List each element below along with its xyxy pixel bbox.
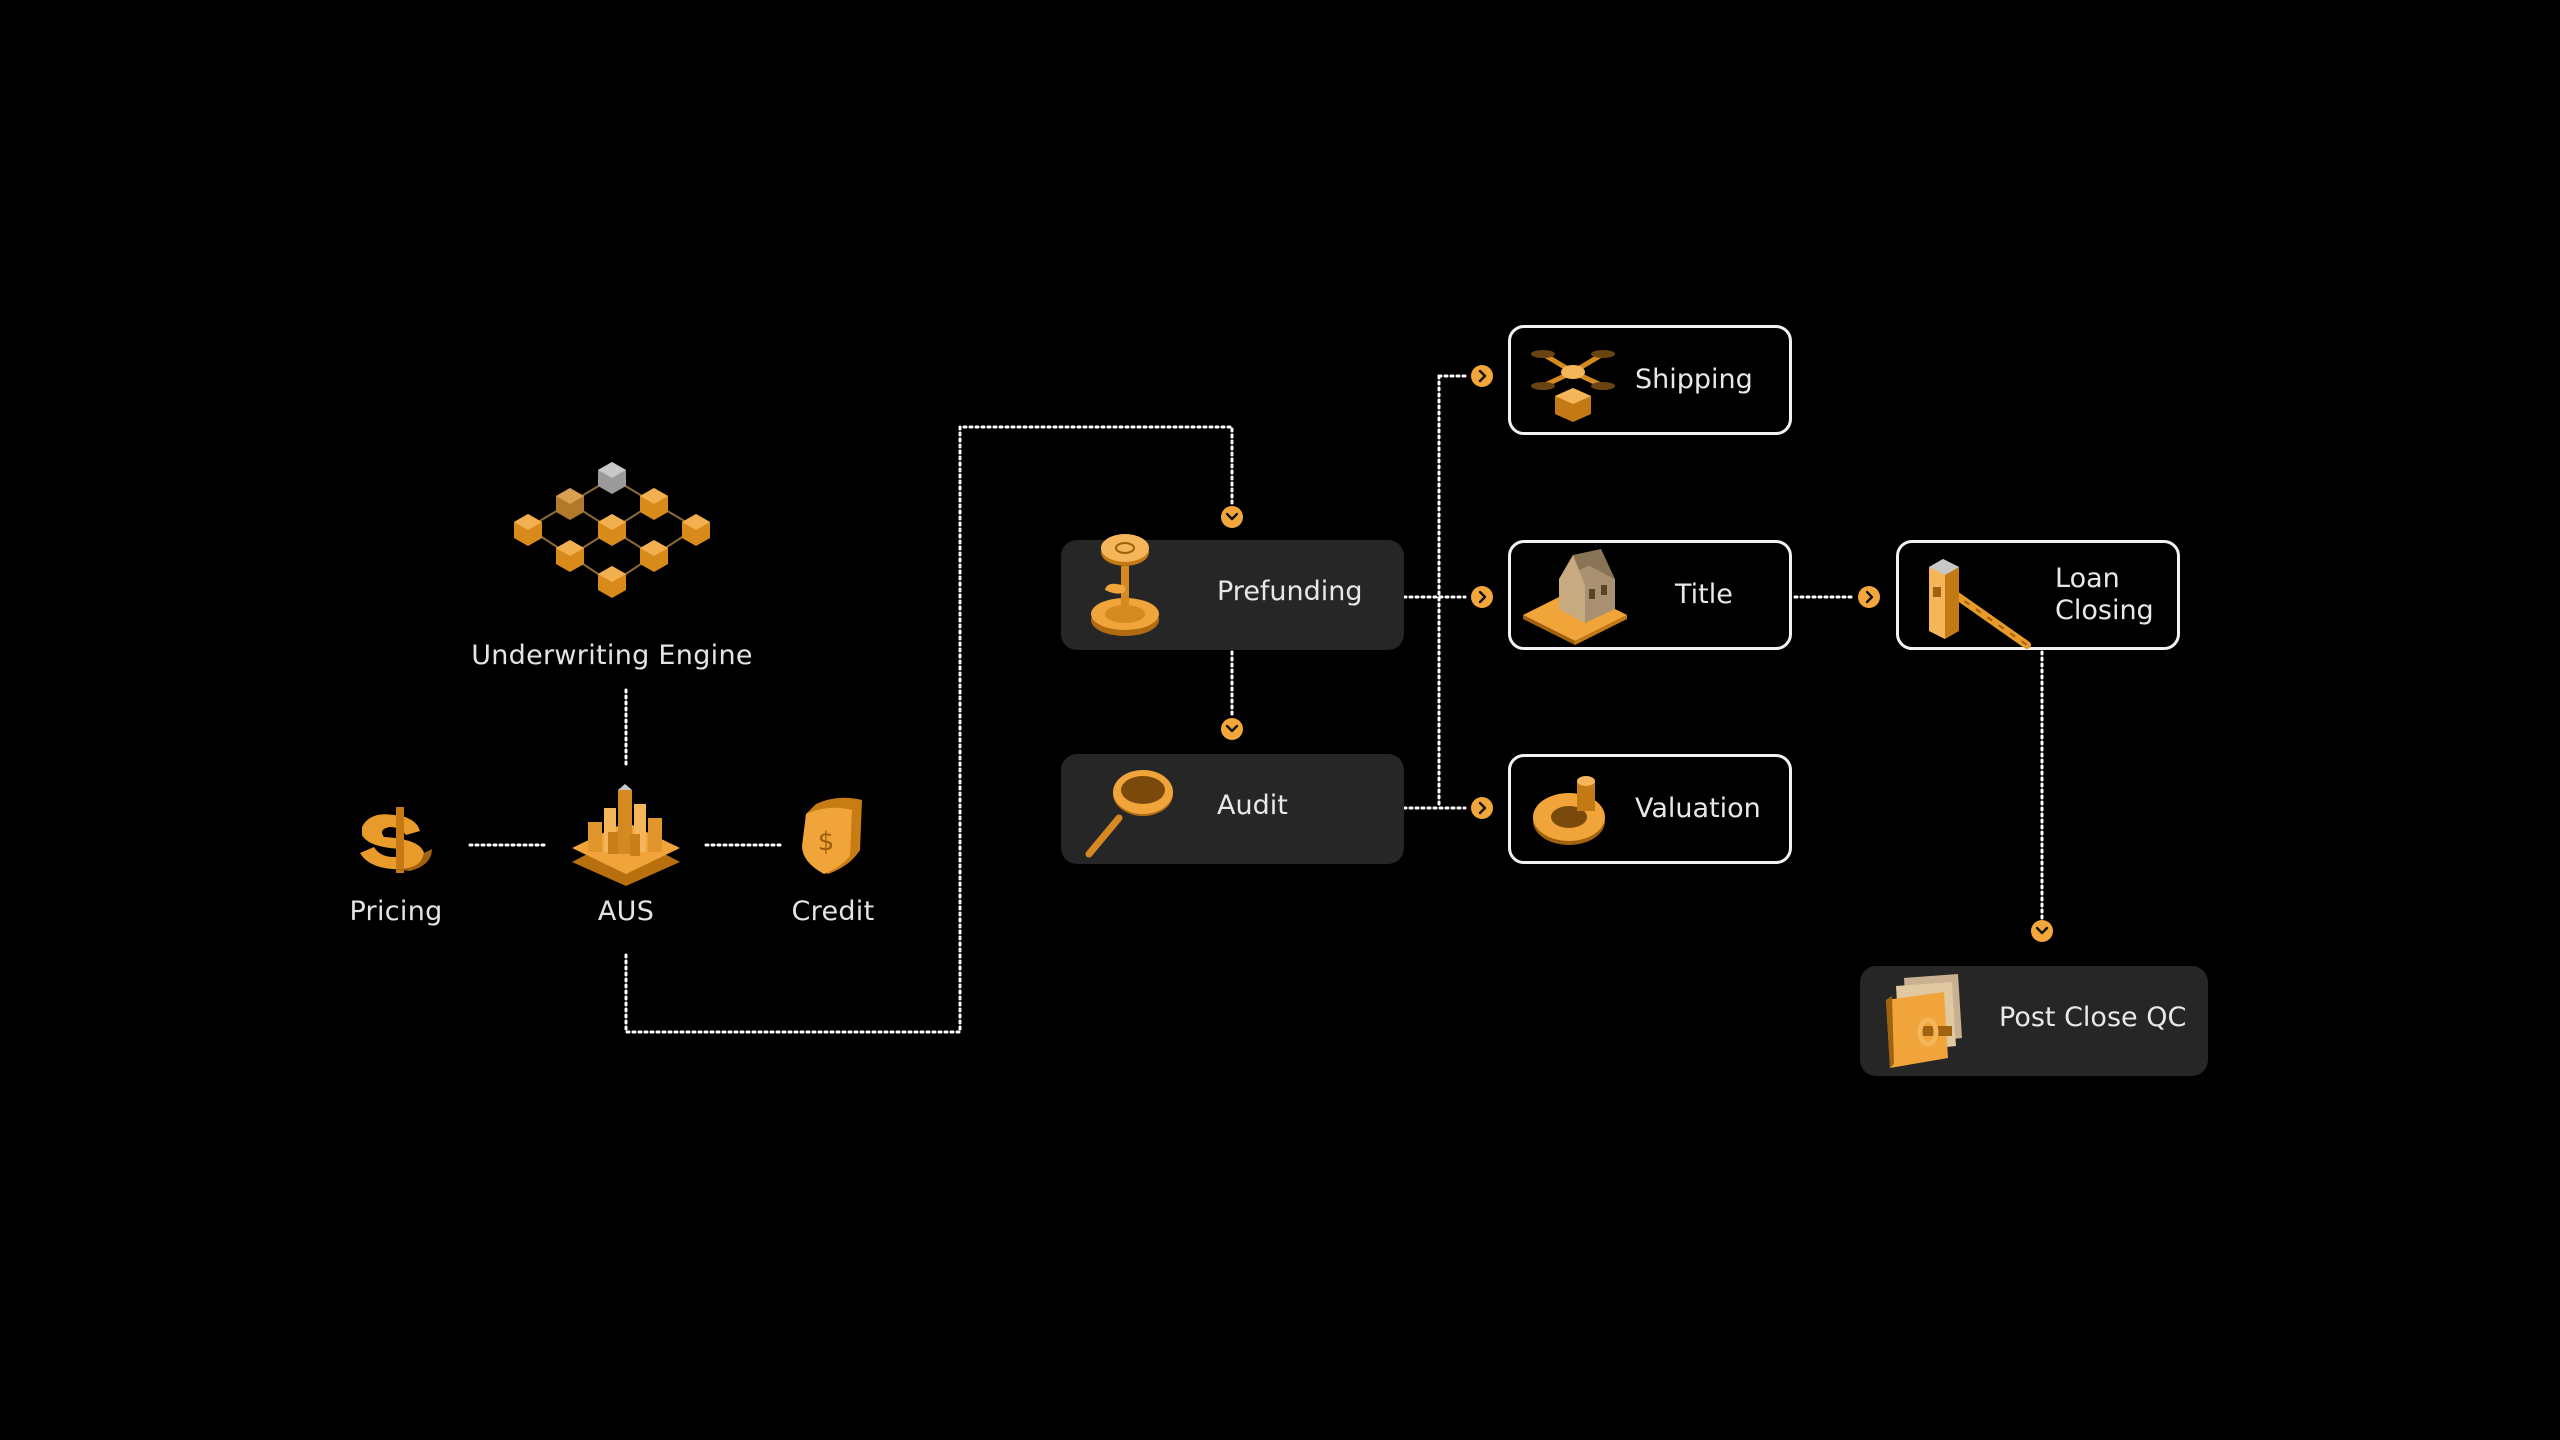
folder-key-icon bbox=[1882, 974, 1966, 1070]
gate-barrier-icon bbox=[1929, 553, 2039, 653]
arrow-down-dot-icon bbox=[1221, 506, 1243, 528]
credit-label: Credit bbox=[791, 896, 875, 927]
loan-closing-card[interactable]: Loan Closing bbox=[1896, 540, 2180, 650]
post-close-qc-card[interactable]: Post Close QC bbox=[1860, 966, 2208, 1076]
arrow-down-dot-icon bbox=[2031, 920, 2053, 942]
audit-label: Audit bbox=[1217, 790, 1288, 821]
house-plot-icon bbox=[1519, 549, 1631, 645]
city-blocks-icon bbox=[568, 782, 684, 886]
cube-network-icon bbox=[498, 458, 726, 618]
arrow-right-dot-icon bbox=[1471, 586, 1493, 608]
valuation-card[interactable]: Valuation bbox=[1508, 754, 1792, 864]
pricing-label: Pricing bbox=[349, 896, 443, 927]
loan-closing-label: Loan Closing bbox=[2055, 563, 2154, 627]
shipping-card[interactable]: Shipping bbox=[1508, 325, 1792, 435]
shipping-label: Shipping bbox=[1635, 364, 1753, 395]
coin-stamp-icon bbox=[1087, 530, 1163, 642]
dollar-shield-icon: $ bbox=[798, 794, 868, 876]
prefunding-label: Prefunding bbox=[1217, 576, 1363, 607]
loan-closing-label-line1: Loan bbox=[2055, 563, 2120, 594]
arrow-down-dot-icon bbox=[1221, 718, 1243, 740]
coin-ring-icon bbox=[1531, 773, 1611, 849]
arrow-right-dot-icon bbox=[1471, 365, 1493, 387]
drone-package-icon bbox=[1529, 342, 1617, 422]
title-card[interactable]: Title bbox=[1508, 540, 1792, 650]
aus-label: AUS bbox=[597, 896, 655, 927]
arrow-right-dot-icon bbox=[1858, 586, 1880, 608]
valuation-label: Valuation bbox=[1635, 793, 1761, 824]
post-close-qc-label: Post Close QC bbox=[1999, 1002, 2187, 1033]
magnifier-icon bbox=[1083, 766, 1177, 860]
svg-text:$: $ bbox=[818, 827, 835, 857]
audit-card[interactable]: Audit bbox=[1061, 754, 1404, 864]
title-label: Title bbox=[1675, 579, 1733, 610]
loan-closing-label-line2: Closing bbox=[2055, 595, 2154, 626]
underwriting-engine-label: Underwriting Engine bbox=[471, 640, 753, 671]
dollar-sign-icon bbox=[350, 805, 438, 875]
arrow-right-dot-icon bbox=[1471, 797, 1493, 819]
prefunding-card[interactable]: Prefunding bbox=[1061, 534, 1404, 650]
